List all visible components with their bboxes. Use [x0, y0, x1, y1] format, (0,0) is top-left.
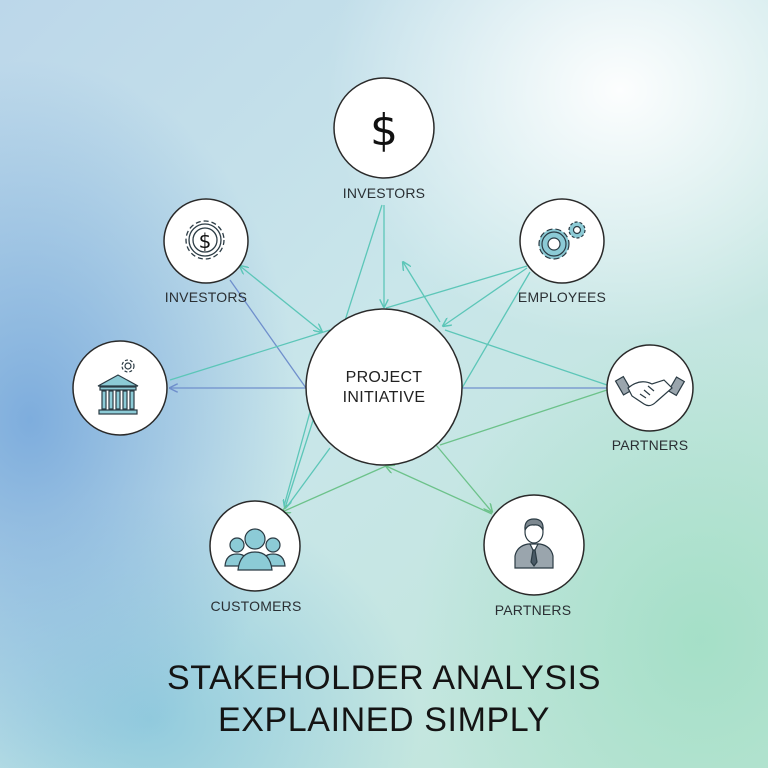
- center-node[interactable]: [305, 308, 463, 466]
- label-lowerright-partners: PARTNERS: [494, 602, 572, 618]
- node-employees[interactable]: [519, 198, 605, 284]
- people-group-icon: [224, 528, 286, 571]
- line-partners-to-center-upper: [444, 329, 608, 386]
- arrow-up-floating: [403, 262, 441, 323]
- node-customers[interactable]: [209, 500, 301, 592]
- center-label-line1: PROJECT: [345, 369, 423, 386]
- handshake-icon: [614, 375, 686, 407]
- label-employees: EMPLOYEES: [517, 289, 607, 305]
- arrow-lowerright-center-bottom: [386, 466, 493, 515]
- line-center-to-customers-left: [283, 411, 311, 507]
- node-top-investors[interactable]: $: [333, 77, 435, 179]
- label-right-partners: PARTNERS: [611, 437, 689, 453]
- line-partners-to-center-lower: [439, 389, 608, 446]
- bank-gear-icon: [97, 359, 139, 415]
- dollar-gear-icon: $: [185, 220, 225, 260]
- svg-text:$: $: [370, 105, 398, 156]
- page-title-line1: STAKEHOLDER ANALYSIS: [167, 659, 601, 697]
- arrow-center-to-customers: [282, 465, 387, 512]
- svg-text:$: $: [199, 229, 212, 253]
- page-title-line2: EXPLAINED SIMPLY: [217, 701, 551, 739]
- node-lowerright-partners[interactable]: [483, 494, 585, 596]
- label-top-investors: INVESTORS: [342, 185, 426, 201]
- line-employees-to-center-right: [461, 271, 531, 389]
- connector-lines: [169, 204, 608, 515]
- node-left-bank[interactable]: [72, 340, 168, 436]
- node-right-partners[interactable]: [606, 344, 694, 432]
- arrow-center-to-lowerright: [435, 444, 492, 512]
- gears-icon: [538, 221, 586, 260]
- dollar-sign-icon: $: [370, 105, 398, 156]
- label-customers: CUSTOMERS: [210, 598, 302, 614]
- center-label-line2: INITIATIVE: [342, 389, 426, 406]
- label-upperleft-investors: INVESTORS: [164, 289, 248, 305]
- arrow-employees-to-center: [443, 267, 528, 326]
- line-center-lowerleft-customers: [285, 447, 331, 509]
- center-node-label: PROJECT INITIATIVE: [343, 368, 426, 408]
- line-bank-to-center-top: [169, 329, 331, 381]
- line-upperleft-to-center-left: [229, 279, 307, 389]
- arrow-center-upperleft: [240, 266, 322, 332]
- node-upperleft-investors[interactable]: $: [163, 198, 249, 284]
- line-employees-to-center-top: [385, 265, 528, 309]
- businessman-icon: [514, 518, 554, 569]
